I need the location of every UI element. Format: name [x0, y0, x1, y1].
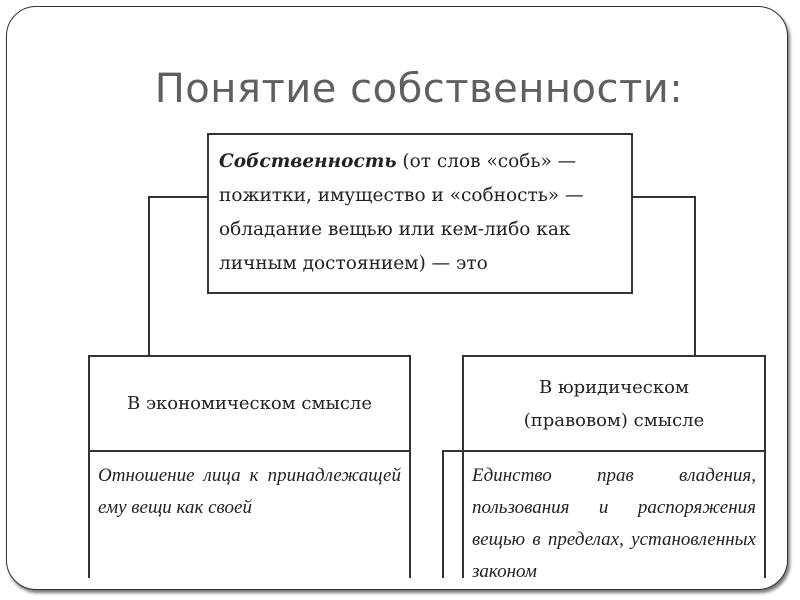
- economic-body: Отношение лица к принадлежащей ему вещи …: [98, 465, 401, 518]
- legal-header-line1: В юридическом: [539, 376, 689, 398]
- legal-header-line2: (правовом) смысле: [523, 409, 705, 431]
- definition-box: Собственность (от слов «собь» — пожитки,…: [207, 133, 633, 294]
- definition-text: (от слов «собь» — пожитки, имущество и «…: [219, 151, 584, 274]
- connector-right-vertical: [694, 196, 696, 356]
- economic-header: В экономическом смысле: [90, 357, 409, 452]
- legal-side-line: [442, 450, 444, 578]
- diagram: Собственность (от слов «собь» — пожитки,…: [80, 128, 780, 578]
- legal-box: В юридическом (правовом) смысле Единство …: [462, 355, 766, 578]
- connector-right: [632, 196, 695, 198]
- connector-left: [148, 196, 208, 198]
- legal-header: В юридическом (правовом) смысле: [464, 357, 764, 452]
- definition-term: Собственность: [219, 151, 397, 172]
- legal-body: Единство прав владения, пользования и ра…: [472, 465, 756, 578]
- legal-side-top: [442, 450, 464, 452]
- economic-box: В экономическом смысле Отношение лица к …: [88, 355, 411, 578]
- slide-title: Понятие собственности:: [154, 66, 684, 112]
- connector-left-vertical: [148, 196, 150, 356]
